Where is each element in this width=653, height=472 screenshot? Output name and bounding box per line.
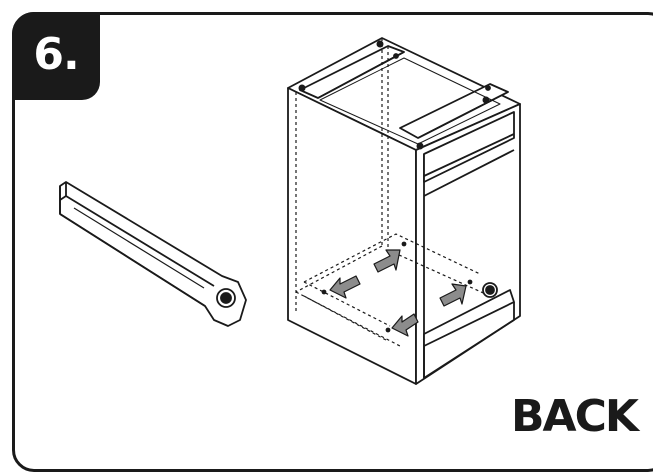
screw-hole-icon — [321, 241, 473, 333]
assembly-illustration — [59, 37, 521, 385]
arrow-icon — [373, 249, 401, 273]
arrow-icon — [391, 313, 419, 337]
arrow-icon — [439, 283, 467, 307]
cabinet-carcass-icon — [287, 37, 521, 385]
drawer-rail-icon — [59, 181, 247, 327]
arrow-icon — [329, 275, 361, 299]
step-badge: 6. — [12, 12, 100, 100]
side-label: BACK — [511, 391, 639, 442]
step-number: 6. — [33, 28, 79, 80]
